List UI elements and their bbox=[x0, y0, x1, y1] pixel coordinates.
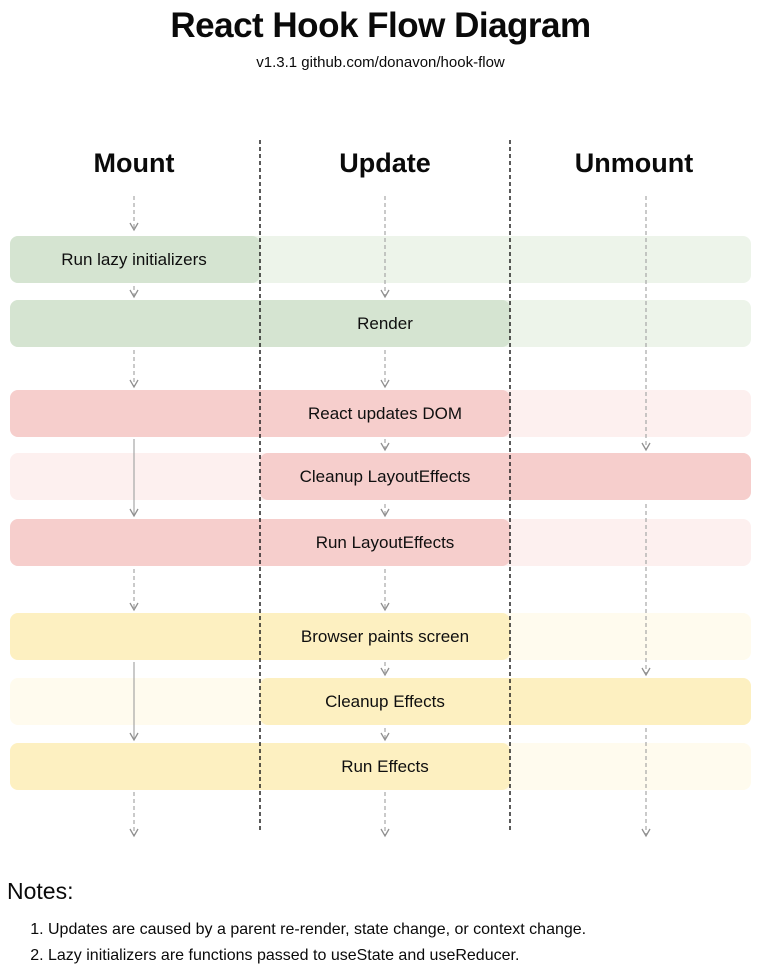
flow-row-active-span bbox=[260, 678, 751, 725]
arrowhead-icon bbox=[641, 667, 651, 677]
arrowhead-icon bbox=[380, 828, 390, 838]
arrowhead-icon bbox=[380, 508, 390, 518]
flow-step-label: Run LayoutEffects bbox=[315, 533, 455, 552]
flow-step-label: Cleanup LayoutEffects bbox=[299, 467, 471, 486]
arrowhead-icon bbox=[129, 289, 139, 299]
arrowhead-icon bbox=[380, 667, 390, 677]
page-subtitle: v1.3.1 github.com/donavon/hook-flow bbox=[256, 54, 505, 71]
notes-list: Updates are caused by a parent re-render… bbox=[8, 913, 761, 965]
note-item: Updates are caused by a parent re-render… bbox=[48, 921, 761, 939]
notes-heading: Notes: bbox=[7, 878, 74, 904]
flow-row-active-span bbox=[260, 453, 751, 500]
flow-step-label: Cleanup Effects bbox=[325, 692, 445, 711]
page-title: React Hook Flow Diagram bbox=[170, 6, 591, 45]
flow-step-label: React updates DOM bbox=[307, 404, 462, 423]
flow-step-label: Run Effects bbox=[341, 757, 429, 776]
arrowhead-icon bbox=[641, 828, 651, 838]
flow-step-label: Browser paints screen bbox=[300, 627, 470, 646]
note-item: Lazy initializers are functions passed t… bbox=[48, 947, 761, 965]
arrowhead-icon bbox=[641, 442, 651, 452]
arrowhead-icon bbox=[129, 222, 139, 232]
column-header-update: Update bbox=[339, 148, 431, 178]
arrowhead-icon bbox=[129, 602, 139, 612]
arrowhead-icon bbox=[380, 442, 390, 452]
arrowhead-icon bbox=[380, 732, 390, 742]
flow-step-label: Render bbox=[357, 314, 413, 333]
column-header-mount: Mount bbox=[93, 148, 175, 178]
flow-step-label: Run lazy initializers bbox=[61, 250, 207, 269]
arrowhead-icon bbox=[380, 289, 390, 299]
arrowhead-icon bbox=[380, 379, 390, 389]
flow-row-active-span bbox=[10, 236, 260, 283]
arrowhead-icon bbox=[129, 828, 139, 838]
arrowhead-icon bbox=[129, 379, 139, 389]
arrowhead-icon bbox=[129, 508, 139, 518]
column-header-unmount: Unmount bbox=[574, 148, 694, 178]
arrowhead-icon bbox=[129, 732, 139, 742]
arrowhead-icon bbox=[380, 602, 390, 612]
